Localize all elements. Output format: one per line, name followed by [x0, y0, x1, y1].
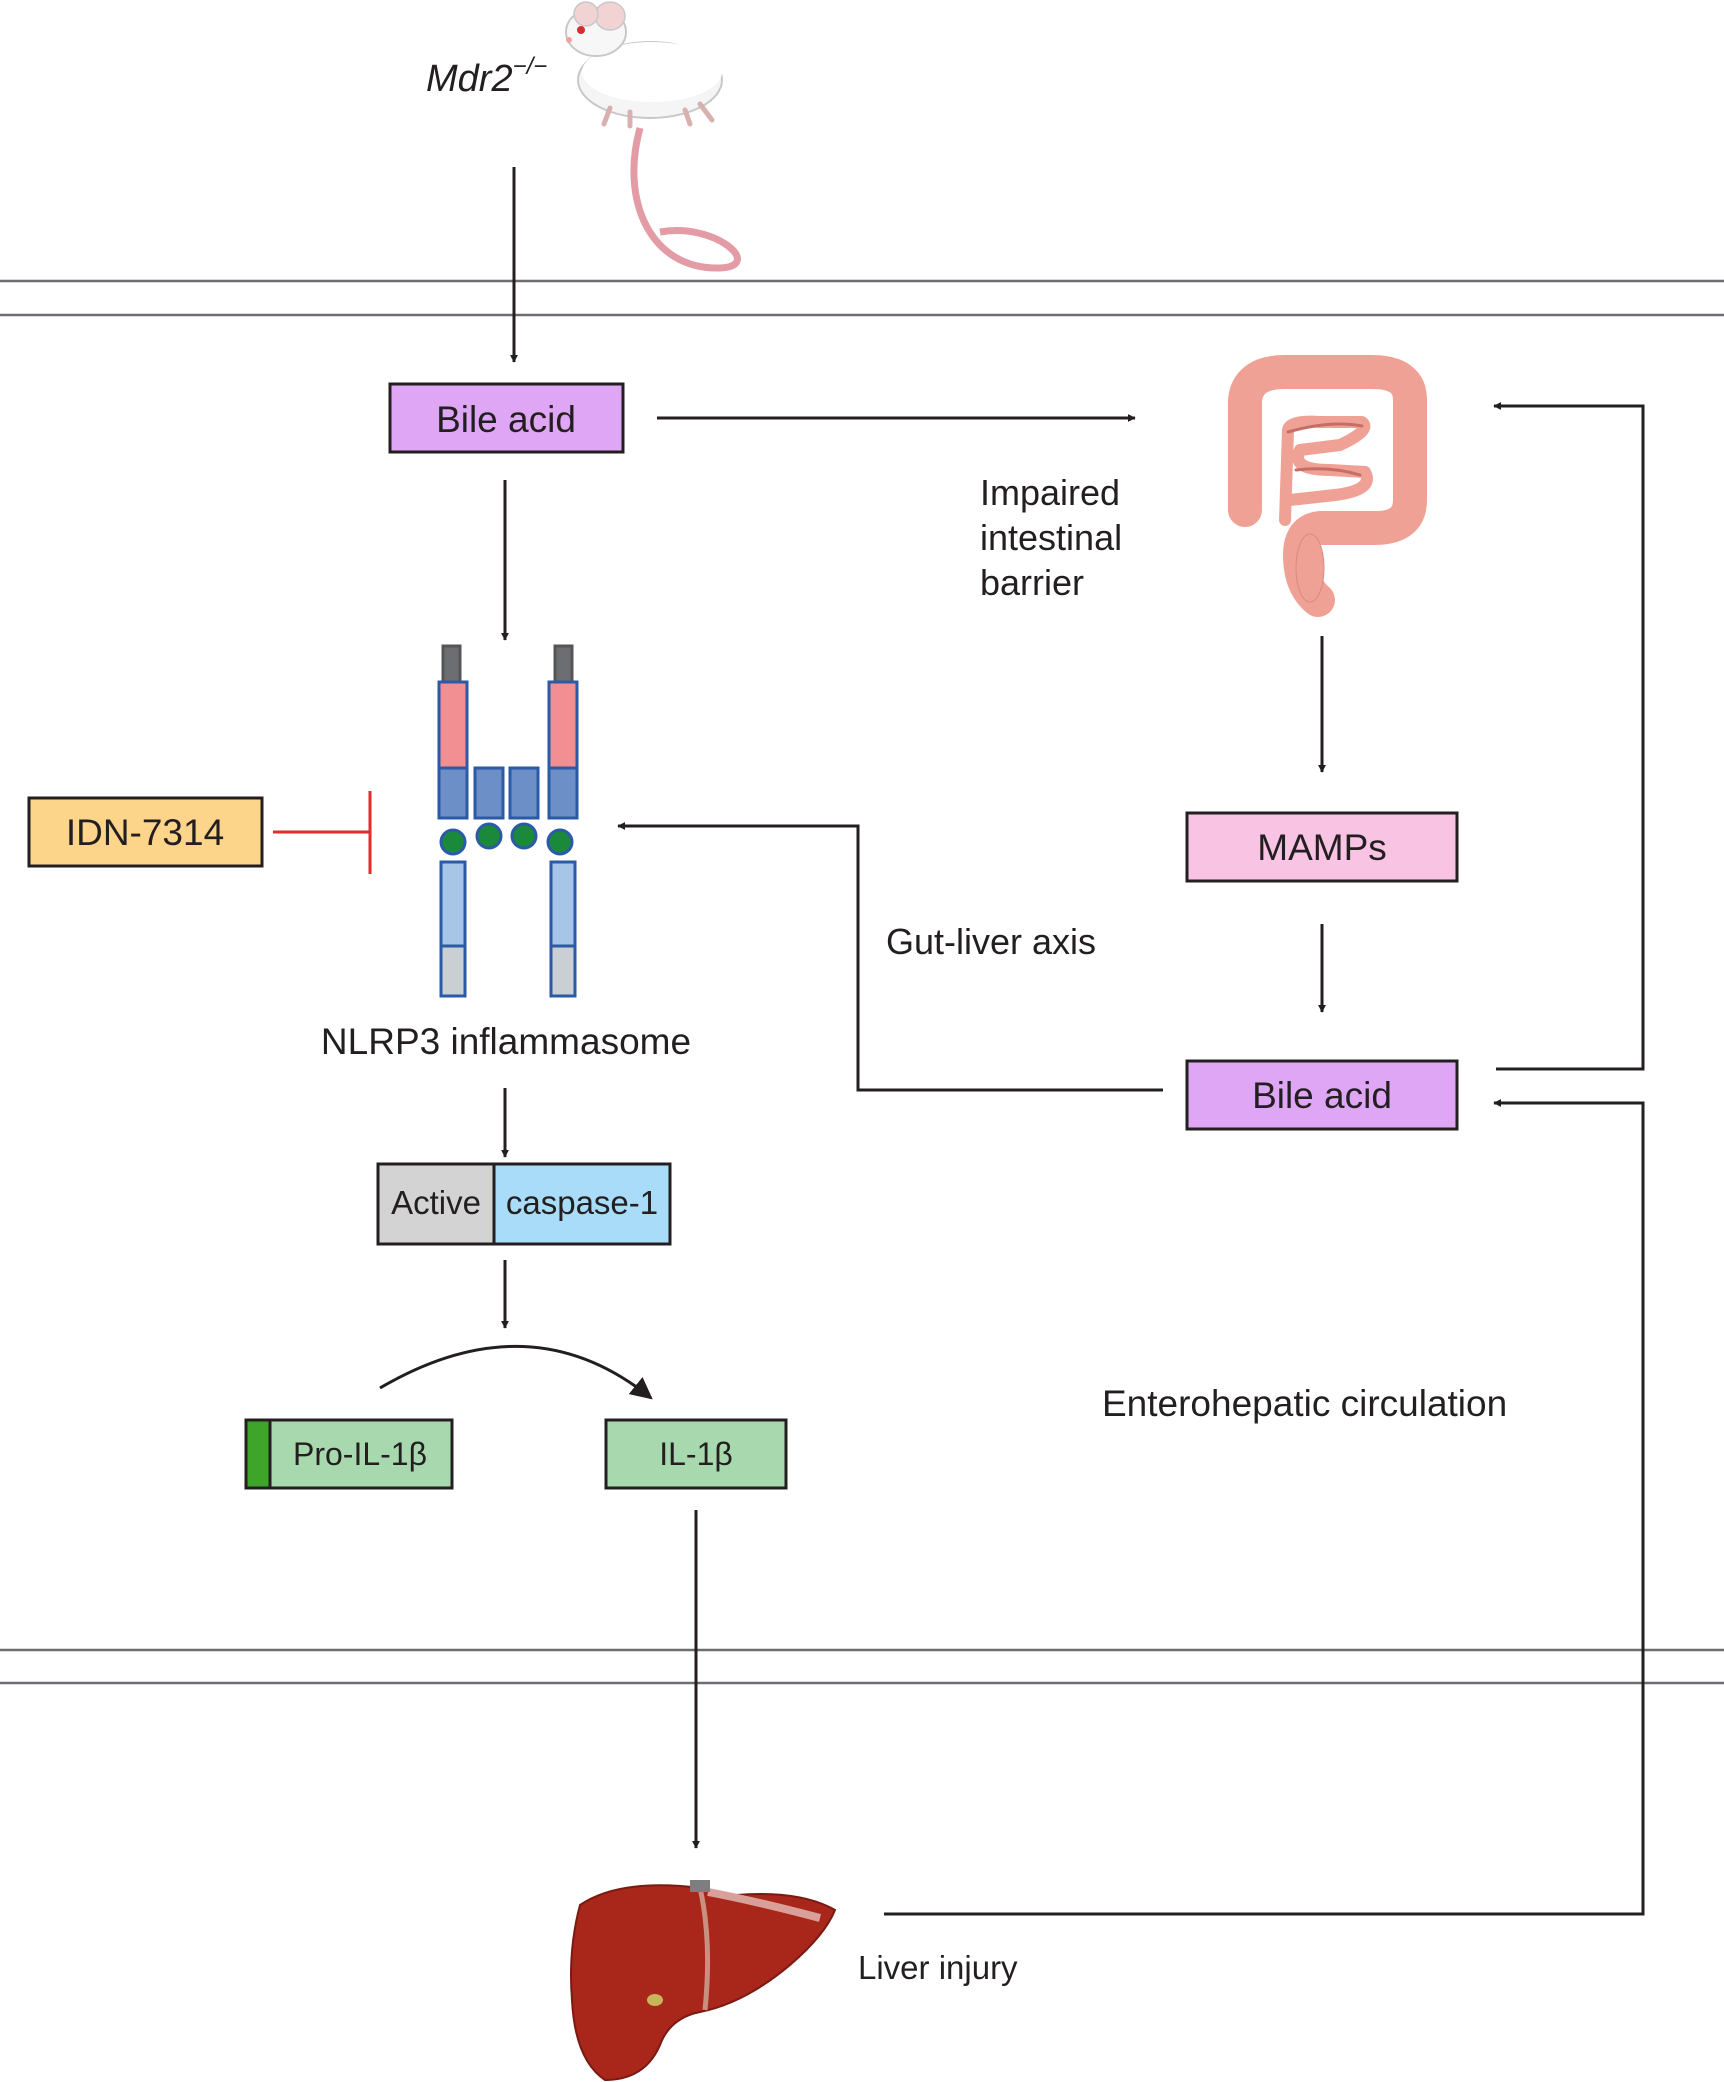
pro-il1b-box [244, 1418, 454, 1490]
arrows [379, 167, 1645, 1916]
idn-7314-box: IDN-7314 [27, 796, 264, 868]
membrane-bottom [0, 1648, 1724, 1685]
il1b-box: IL-1β [604, 1418, 788, 1490]
inhibition-symbol [273, 791, 372, 874]
mouse-genotype-label: Mdr2−/− [426, 53, 547, 100]
arrow-enterohepatic-circulation [884, 1099, 1645, 1916]
bile-acid-right-box: Bile acid [1185, 1059, 1459, 1131]
enterohepatic-circulation-label: Enterohepatic circulation [1102, 1383, 1507, 1424]
arrow-pro-il1b-to-il1b [379, 1345, 653, 1400]
membrane-top [0, 279, 1724, 317]
svg-text:barrier: barrier [980, 562, 1084, 603]
liver-icon [570, 1880, 837, 2082]
liver-injury-label: Liver injury [858, 1949, 1018, 1986]
svg-text:Impaired: Impaired [980, 472, 1120, 513]
arrow-gut-liver-axis [617, 822, 1163, 1092]
intestine-icon [1228, 355, 1427, 617]
gut-liver-axis-label: Gut-liver axis [886, 921, 1096, 962]
mouse-icon [565, 1, 741, 272]
nlrp3-inflammasome-icon [437, 644, 579, 998]
il1b-label: IL-1β [659, 1436, 733, 1472]
active-label: Active [391, 1184, 481, 1221]
pro-il1b-label: Pro-IL-1β [293, 1436, 427, 1472]
bile-acid-right-label: Bile acid [1252, 1075, 1392, 1116]
caspase-1-label: caspase-1 [506, 1184, 658, 1221]
impaired-barrier-label: Impaired intestinal barrier [980, 472, 1122, 603]
mamps-label: MAMPs [1257, 827, 1387, 868]
bile-acid-top-label: Bile acid [436, 399, 576, 440]
mamps-box: MAMPs [1185, 811, 1459, 883]
idn-7314-label: IDN-7314 [66, 812, 224, 853]
bile-acid-top-box: Bile acid [388, 382, 625, 454]
active-caspase-1-box [376, 1162, 672, 1246]
svg-text:intestinal: intestinal [980, 517, 1122, 558]
arrow-bile-acid-to-intestine-loop [1493, 402, 1645, 1071]
nlrp3-label: NLRP3 inflammasome [321, 1021, 691, 1062]
